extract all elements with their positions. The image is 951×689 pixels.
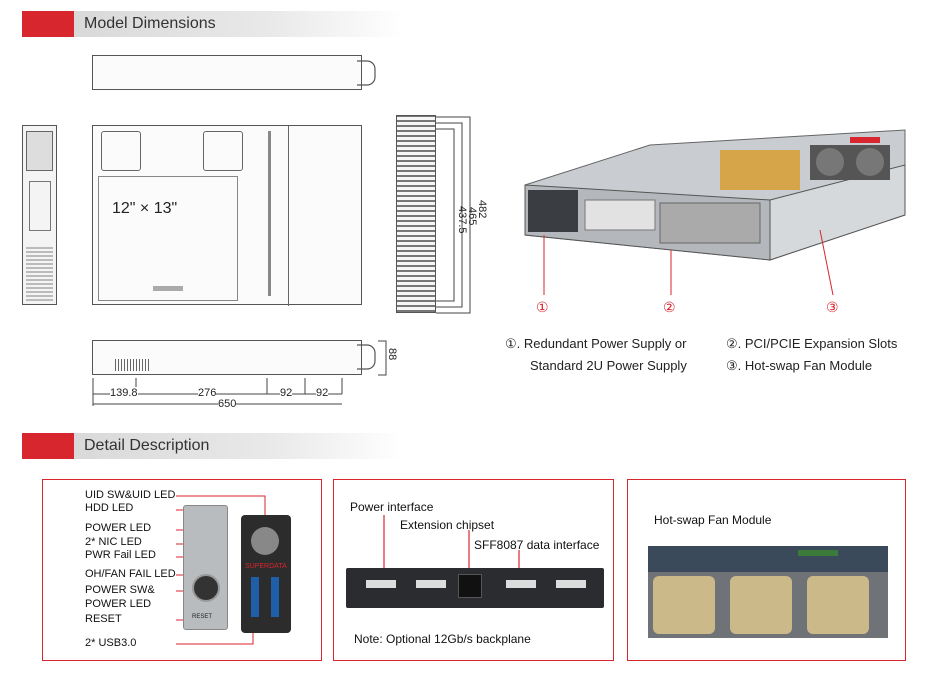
- chipset-icon: [458, 574, 482, 598]
- callout-2: ②: [663, 299, 676, 315]
- fan-module-box: Hot-swap Fan Module: [627, 479, 906, 661]
- chassis-photo: [524, 129, 906, 261]
- section-title: Model Dimensions: [74, 11, 404, 37]
- height-dimension-line: [378, 340, 387, 376]
- label-pwr-fail: PWR Fail LED: [85, 549, 156, 561]
- legend-item-1-line-2: Standard 2U Power Supply: [530, 358, 687, 373]
- legend-item-2: ②. PCI/PCIE Expansion Slots: [726, 336, 898, 351]
- side-view-drawing: [92, 340, 362, 375]
- callout-lines: [543, 230, 834, 296]
- front-dimension-lines: [436, 116, 471, 314]
- dim-92-a: 92: [280, 387, 293, 399]
- fan-module-photo: [648, 546, 888, 638]
- front-panel-box: UID SW&UID LED HDD LED POWER LED 2* NIC …: [42, 479, 322, 661]
- power-button-icon: [192, 574, 220, 602]
- side-handle-icon: [357, 344, 376, 370]
- extension-chipset-label: Extension chipset: [400, 518, 495, 532]
- backplane-board: [346, 568, 604, 608]
- board-size-label: 12" × 13": [112, 200, 178, 217]
- legend-item-3: ③. Hot-swap Fan Module: [726, 358, 873, 373]
- usb-port-icon: [271, 577, 279, 617]
- uid-button-icon: [251, 527, 279, 555]
- reset-text: RESET: [192, 614, 213, 620]
- front-view-drawing: [396, 115, 436, 313]
- power-interface-label: Power interface: [350, 500, 434, 514]
- internal-layout-drawing: [92, 125, 362, 306]
- dim-437: 437.5: [456, 206, 468, 234]
- dim-88: 88: [386, 348, 398, 361]
- label-nic-led: 2* NIC LED: [85, 536, 142, 548]
- dim-139: 139.8: [110, 387, 138, 399]
- detail-description-header: Detail Description: [22, 433, 404, 459]
- rear-view-drawing: [22, 125, 57, 305]
- label-reset: RESET: [85, 613, 122, 625]
- label-hdd-led: HDD LED: [85, 502, 134, 514]
- fan-icon: [807, 576, 869, 634]
- top-view-drawing: [92, 55, 362, 90]
- header-accent: [22, 433, 74, 459]
- fan-icon: [730, 576, 792, 634]
- dim-650: 650: [218, 398, 237, 410]
- backplane-box: Power interface Extension chipset SFF808…: [333, 479, 614, 661]
- backplane-note: Note: Optional 12Gb/s backplane: [354, 632, 531, 646]
- label-oh-fan: OH/FAN FAIL LED: [85, 568, 176, 580]
- label-uid: UID SW&UID LED: [85, 489, 176, 501]
- label-usb: 2* USB3.0: [85, 637, 137, 649]
- section-title: Detail Description: [74, 433, 404, 459]
- legend-item-1: ①. Redundant Power Supply or Standard 2U…: [505, 333, 687, 377]
- legend-item-2-3: ②. PCI/PCIE Expansion Slots ③. Hot-swap …: [726, 333, 897, 377]
- length-dimension-lines: [92, 378, 343, 406]
- callout-1: ①: [536, 299, 549, 315]
- usb-panel-device: SUPERDATA: [241, 515, 291, 633]
- handle-icon: [357, 60, 376, 86]
- label-power-led-2: POWER LED: [85, 598, 152, 610]
- dim-92-b: 92: [316, 387, 329, 399]
- model-dimensions-header: Model Dimensions: [22, 11, 404, 37]
- front-panel-device: RESET: [183, 505, 228, 630]
- header-accent: [22, 11, 74, 37]
- usb-port-icon: [251, 577, 259, 617]
- sff8087-label: SFF8087 data interface: [474, 538, 600, 552]
- fan-icon: [653, 576, 715, 634]
- callout-3: ③: [826, 299, 839, 315]
- label-power-sw: POWER SW&: [85, 584, 155, 596]
- fan-module-title: Hot-swap Fan Module: [654, 513, 772, 527]
- legend-item-1-line-1: ①. Redundant Power Supply or: [505, 336, 687, 351]
- brand-logo: SUPERDATA: [245, 563, 287, 570]
- label-power-led: POWER LED: [85, 522, 152, 534]
- dim-276: 276: [198, 387, 217, 399]
